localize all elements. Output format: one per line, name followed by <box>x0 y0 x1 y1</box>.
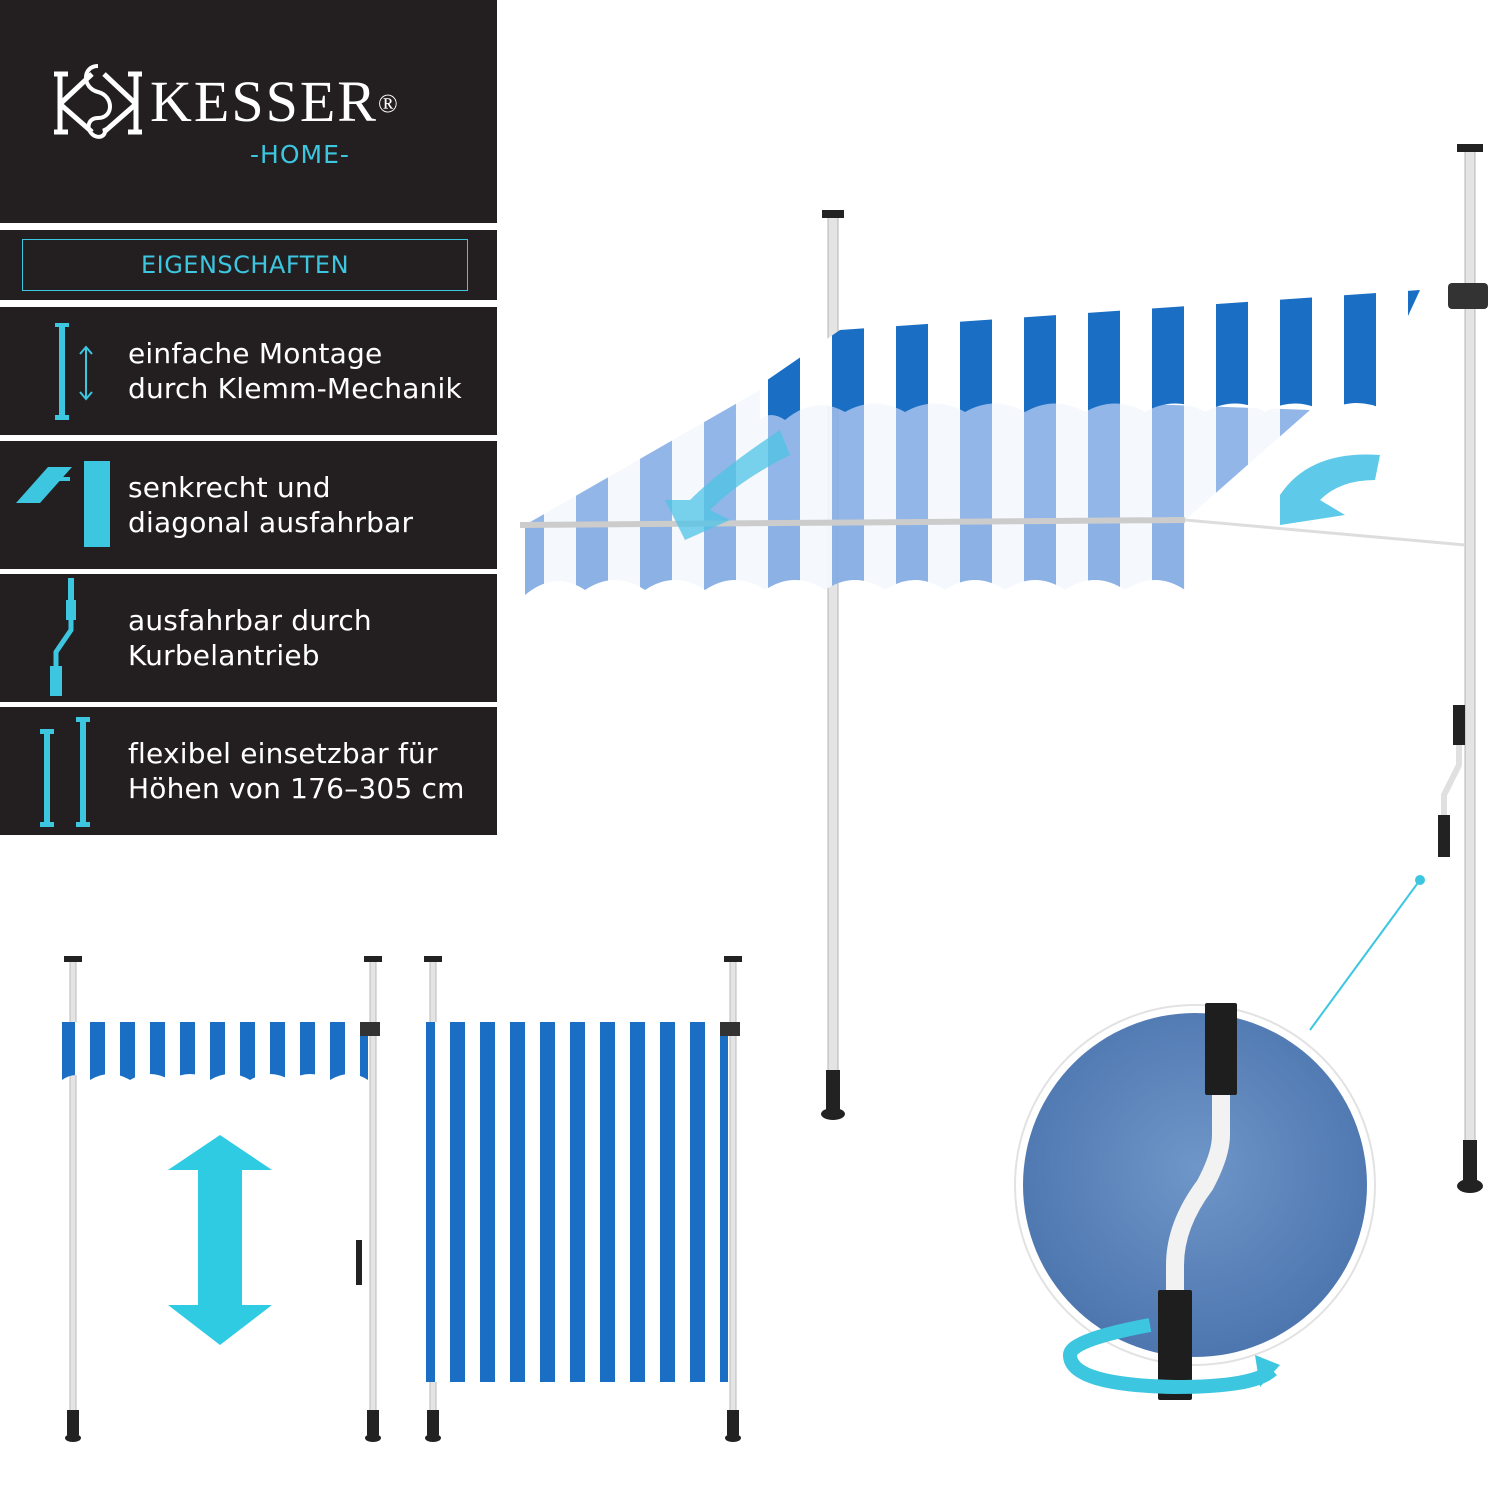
brand-subline: -HOME- <box>250 140 350 169</box>
feature-text: einfache Montage durch Klemm-Mechanik <box>128 337 462 405</box>
crank-detail-zoom <box>1014 1003 1376 1400</box>
brand-name: KESSER® <box>150 69 400 134</box>
crank-icon <box>50 578 76 696</box>
feature-row: senkrecht und diagonal ausfahrbar <box>0 441 497 569</box>
section-title: EIGENSCHAFTEN <box>22 239 468 291</box>
awning-vertical-illustration <box>424 956 742 1442</box>
feature-text: senkrecht und diagonal ausfahrbar <box>128 471 414 539</box>
section-title-panel: EIGENSCHAFTEN <box>0 230 497 300</box>
retract-arrow-icon <box>1280 454 1380 525</box>
logo-panel: KESSER® -HOME- <box>0 0 497 223</box>
tilt-extend-icon <box>16 461 110 547</box>
feature-row: flexibel einsetzbar für Höhen von 176–30… <box>0 707 497 835</box>
kesser-monogram-icon <box>54 64 142 139</box>
feature-row: einfache Montage durch Klemm-Mechanik <box>0 307 497 435</box>
vertical-double-arrow-icon <box>168 1135 272 1345</box>
feature-text: flexibel einsetzbar für Höhen von 176–30… <box>128 737 465 805</box>
feature-row: ausfahrbar durch Kurbelantrieb <box>0 574 497 702</box>
feature-text: ausfahrbar durch Kurbelantrieb <box>128 604 372 672</box>
extend-arrow-icon <box>665 430 790 540</box>
awning-retracted-illustration <box>62 956 382 1442</box>
awning-main-illustration <box>519 144 1488 1193</box>
clamp-mount-icon <box>55 323 93 420</box>
rotation-arrow-icon <box>1062 1318 1277 1395</box>
height-poles-icon <box>40 717 90 827</box>
